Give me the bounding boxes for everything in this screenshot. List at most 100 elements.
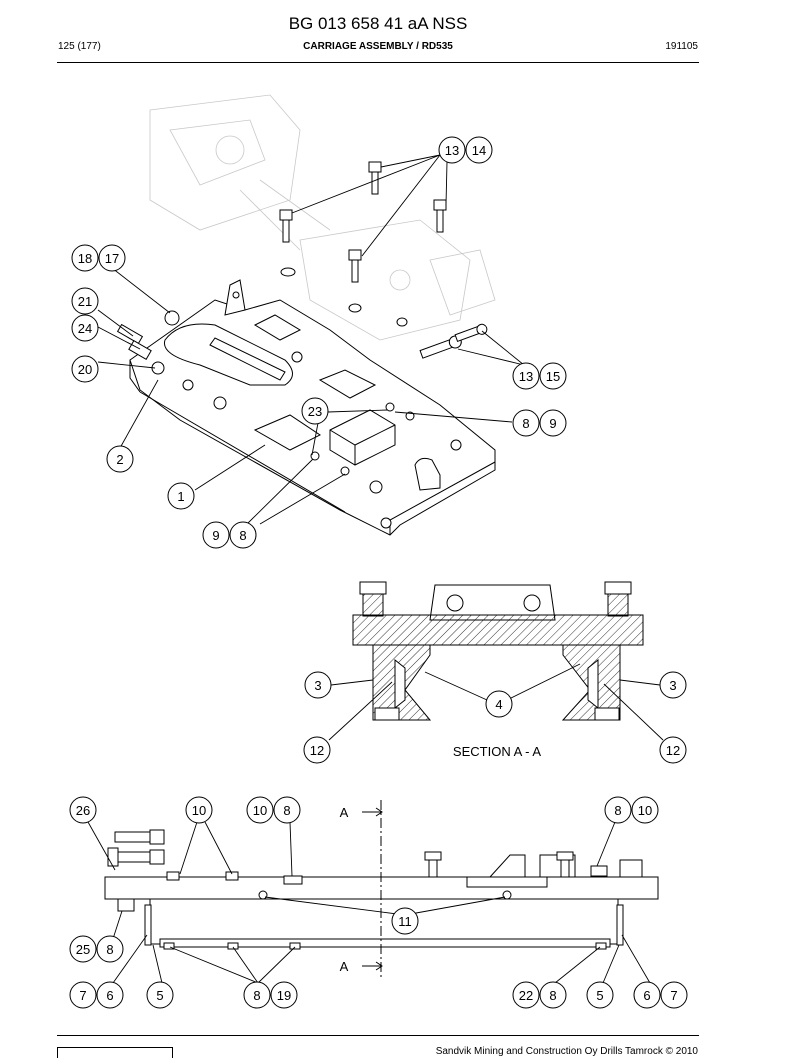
document-number: BG 013 658 41 aA NSS (288, 14, 468, 33)
callout-8g: 8 (539, 981, 567, 1009)
callout-8c-label: 8 (283, 803, 290, 818)
date-code: 191105 (665, 41, 698, 52)
callout-6b: 6 (633, 981, 661, 1009)
callout-18-label: 18 (78, 251, 92, 266)
callout-10c: 10 (631, 796, 659, 824)
side-view (104, 800, 659, 980)
callout-6a: 6 (96, 981, 124, 1009)
loose-bolts (279, 161, 488, 359)
side-frame-body (149, 898, 619, 945)
callout-10b: 10 (246, 796, 274, 824)
callout-10c-label: 10 (638, 803, 652, 818)
callout-26-label: 26 (76, 803, 90, 818)
copyright-notice: Sandvik Mining and Construction Oy Drill… (435, 1046, 698, 1057)
footer-rule (57, 1035, 699, 1036)
callout-24: 24 (71, 314, 99, 342)
callout-8d: 8 (604, 796, 632, 824)
callout-19-label: 19 (277, 988, 291, 1003)
section-cut-label-bottom: A (340, 959, 349, 974)
callout-1-label: 1 (177, 489, 184, 504)
callout-24-label: 24 (78, 321, 92, 336)
page-subtitle: CARRIAGE ASSEMBLY / RD535 (303, 41, 453, 52)
callout-9b-label: 9 (212, 528, 219, 543)
callout-23-label: 23 (308, 404, 322, 419)
callout-7a-label: 7 (79, 988, 86, 1003)
page-number: 125 (177) (58, 41, 101, 52)
callout-9a-label: 9 (549, 416, 556, 431)
callout-12-right-label: 12 (666, 743, 680, 758)
callout-9a: 9 (539, 409, 567, 437)
callout-10b-label: 10 (253, 803, 267, 818)
section-a-a (352, 581, 644, 721)
callout-20: 20 (71, 355, 99, 383)
section-cut-label-top: A (340, 805, 349, 820)
section-title: SECTION A - A (453, 744, 541, 759)
callout-13a: 13 (438, 136, 466, 164)
callout-3-right: 3 (659, 671, 687, 699)
callout-5a: 5 (146, 981, 174, 1009)
callout-8b: 8 (229, 521, 257, 549)
callout-19: 19 (270, 981, 298, 1009)
callout-7a: 7 (69, 981, 97, 1009)
callout-6b-label: 6 (643, 988, 650, 1003)
callout-13a-label: 13 (445, 143, 459, 158)
callout-14: 14 (465, 136, 493, 164)
callout-25-label: 25 (76, 942, 90, 957)
callout-8f-label: 8 (253, 988, 260, 1003)
callout-3-left: 3 (304, 671, 332, 699)
callout-8c: 8 (273, 796, 301, 824)
callout-6a-label: 6 (106, 988, 113, 1003)
callout-8g-label: 8 (549, 988, 556, 1003)
callout-2-label: 2 (116, 452, 123, 467)
callout-8e: 8 (96, 935, 124, 963)
side-fittings (107, 829, 165, 867)
callout-12-left-label: 12 (310, 743, 324, 758)
callout-23: 23 (301, 397, 329, 425)
callout-12-left: 12 (303, 736, 331, 764)
callout-10a-label: 10 (192, 803, 206, 818)
section-plate (352, 614, 644, 646)
callout-1: 1 (167, 482, 195, 510)
callout-5a-label: 5 (156, 988, 163, 1003)
callout-7b: 7 (660, 981, 688, 1009)
callout-7b-label: 7 (670, 988, 677, 1003)
callout-3-right-label: 3 (669, 678, 676, 693)
callout-8a-label: 8 (522, 416, 529, 431)
callout-15: 15 (539, 362, 567, 390)
callout-8b-label: 8 (239, 528, 246, 543)
callout-18: 18 (71, 244, 99, 272)
callout-5b: 5 (586, 981, 614, 1009)
callout-13b: 13 (512, 362, 540, 390)
callout-4: 4 (485, 690, 513, 718)
callout-13b-label: 13 (519, 369, 533, 384)
callout-8a: 8 (512, 409, 540, 437)
callout-14-label: 14 (472, 143, 486, 158)
callout-21: 21 (71, 287, 99, 315)
callout-10a: 10 (185, 796, 213, 824)
callout-2: 2 (106, 445, 134, 473)
callout-8e-label: 8 (106, 942, 113, 957)
callout-15-label: 15 (546, 369, 560, 384)
callout-17: 17 (98, 244, 126, 272)
callout-22-label: 22 (519, 988, 533, 1003)
callout-20-label: 20 (78, 362, 92, 377)
callout-12-right: 12 (659, 736, 687, 764)
callout-5b-label: 5 (596, 988, 603, 1003)
callout-22: 22 (512, 981, 540, 1009)
callout-4-label: 4 (495, 697, 502, 712)
callout-8f: 8 (243, 981, 271, 1009)
callout-3-left-label: 3 (314, 678, 321, 693)
callout-9b: 9 (202, 521, 230, 549)
callout-11: 11 (391, 907, 419, 935)
leader-lines (87, 154, 664, 984)
callout-8d-label: 8 (614, 803, 621, 818)
callout-26: 26 (69, 796, 97, 824)
callout-balloons: 13 14 18 17 21 24 20 13 15 23 8 9 2 1 9 … (69, 136, 688, 1009)
isometric-view (116, 94, 496, 536)
ghost-assembly (149, 94, 496, 341)
callout-17-label: 17 (105, 251, 119, 266)
callout-11-label: 11 (398, 914, 412, 929)
callout-21-label: 21 (78, 294, 92, 309)
callout-25: 25 (69, 935, 97, 963)
